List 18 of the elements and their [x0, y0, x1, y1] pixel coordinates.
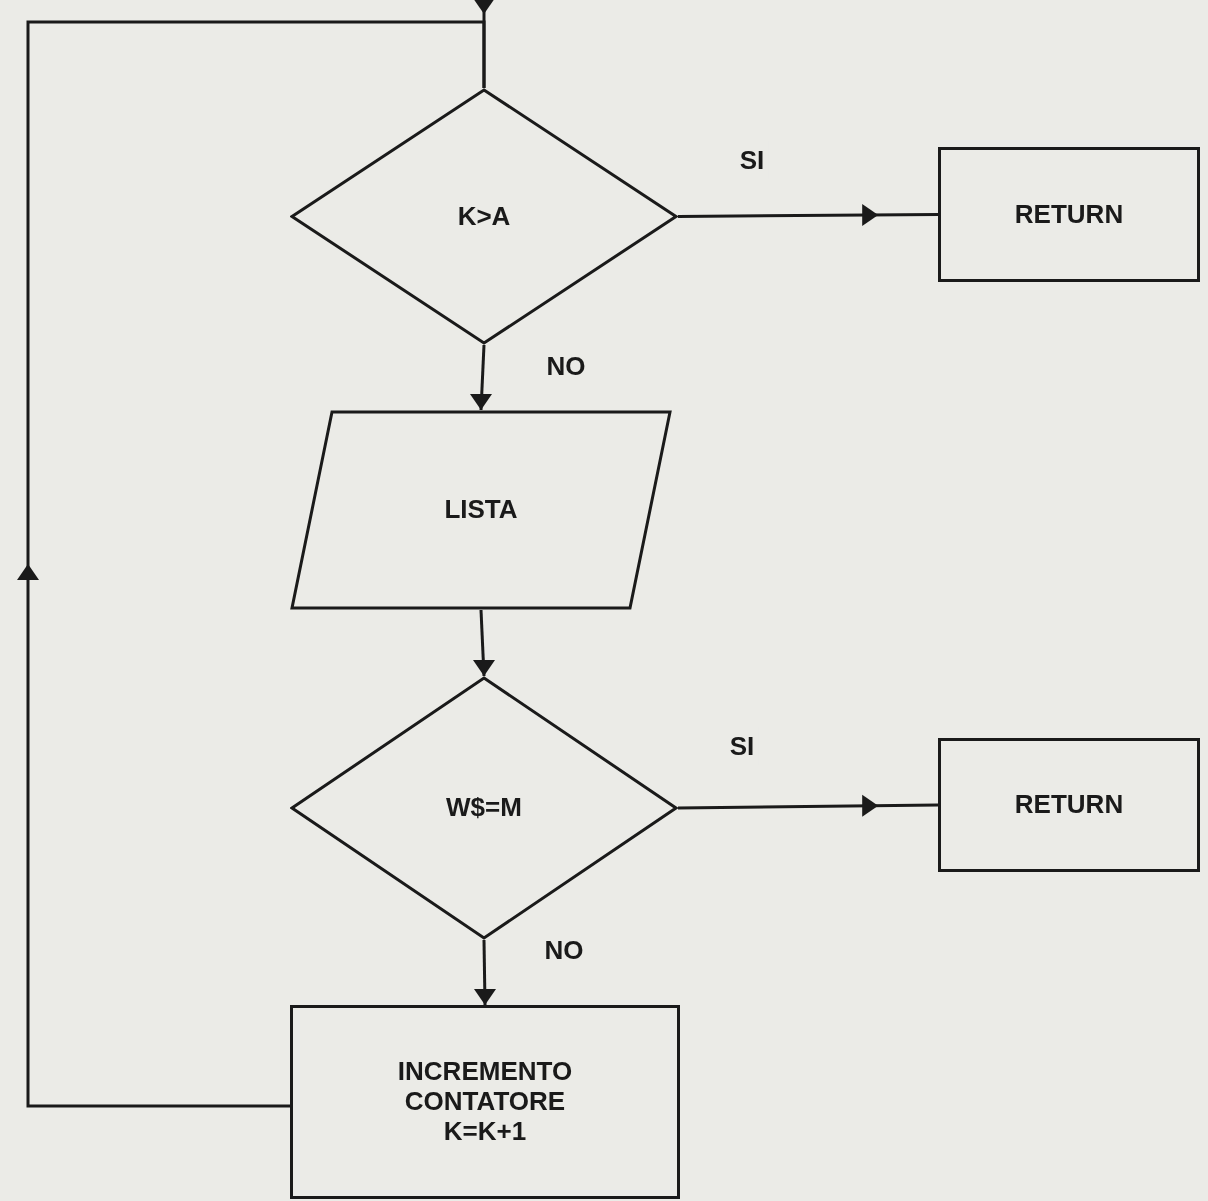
node-text: K>A — [456, 201, 512, 232]
decision-diamond — [290, 676, 678, 940]
arrow — [473, 609, 495, 677]
input-output-parallelogram — [290, 410, 672, 610]
node-text: INCREMENTO CONTATORE K=K+1 — [396, 1057, 574, 1147]
process-box — [290, 1005, 680, 1199]
arrow — [678, 794, 938, 817]
arrow — [470, 344, 492, 411]
arrow — [474, 939, 496, 1006]
arrow — [17, 20, 486, 1108]
decision-diamond — [290, 88, 678, 345]
process-box — [938, 738, 1200, 872]
node-text: RETURN — [1013, 790, 1125, 820]
node-text: W$=M — [445, 793, 523, 823]
process-box — [938, 147, 1200, 282]
node-text: RETURN — [1013, 199, 1125, 230]
node-text: LISTA — [443, 495, 519, 525]
arrow — [678, 203, 938, 226]
